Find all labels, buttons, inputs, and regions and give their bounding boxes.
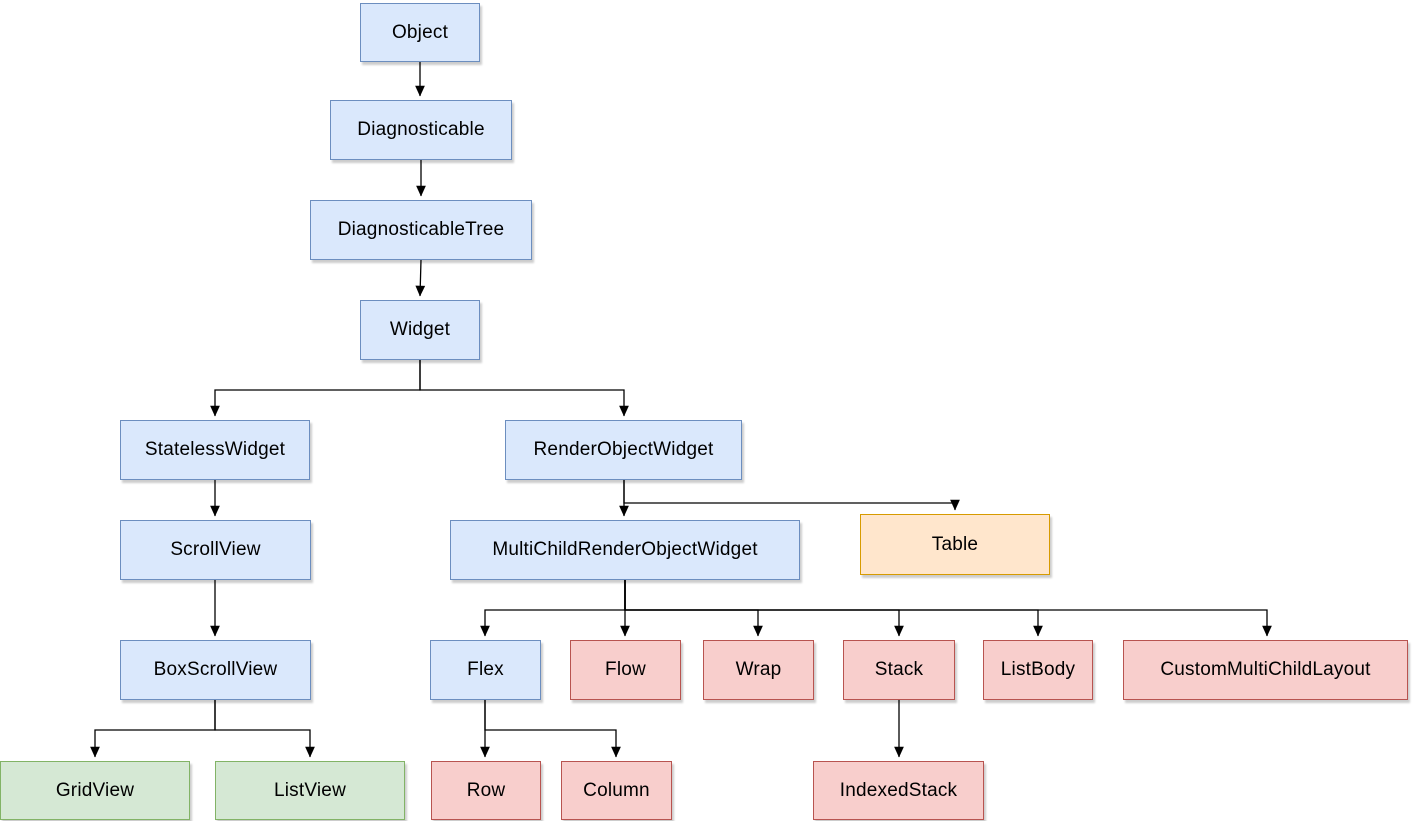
node-label-gridview: GridView: [55, 779, 135, 801]
node-label-diagnosticable: Diagnosticable: [357, 119, 485, 140]
node-diagnosticabletree: DiagnosticableTree: [310, 200, 532, 260]
edge-boxscrollview-to-listview: [214, 700, 315, 758]
edge-multichildrenderobjectwidget-to-custommultichildlayout: [624, 580, 1272, 637]
node-label-row: Row: [466, 779, 506, 801]
node-label-widget: Widget: [389, 319, 451, 340]
node-label-column: Column: [583, 779, 650, 801]
node-wrap: Wrap: [703, 640, 814, 700]
node-object: Object: [360, 3, 480, 62]
node-flow: Flow: [570, 640, 681, 700]
node-diagnosticable: Diagnosticable: [330, 100, 512, 160]
node-label-stack: Stack: [874, 659, 924, 680]
node-label-scrollview: ScrollView: [170, 539, 261, 560]
node-flex: Flex: [430, 640, 541, 700]
node-label-flex: Flex: [467, 659, 504, 680]
node-table: Table: [860, 514, 1050, 575]
node-stack: Stack: [843, 640, 955, 700]
node-column: Column: [561, 761, 672, 820]
edge-multichildrenderobjectwidget-to-flex: [480, 580, 626, 637]
node-statelesswidget: StatelessWidget: [120, 420, 310, 480]
node-label-flow: Flow: [605, 659, 646, 680]
node-indexedstack: IndexedStack: [813, 761, 984, 820]
node-widget: Widget: [360, 300, 480, 360]
node-row: Row: [431, 761, 541, 820]
edge-multichildrenderobjectwidget-to-wrap: [624, 580, 763, 637]
node-label-boxscrollview: BoxScrollView: [153, 659, 278, 680]
edge-diagnosticabletree-to-widget: [415, 259, 426, 297]
node-renderobjectwidget: RenderObjectWidget: [505, 420, 742, 480]
node-scrollview: ScrollView: [120, 520, 311, 580]
edge-boxscrollview-to-gridview: [90, 700, 216, 758]
node-label-renderobjectwidget: RenderObjectWidget: [533, 439, 714, 460]
node-label-custommultichildlayout: CustomMultiChildLayout: [1160, 659, 1371, 680]
edge-multichildrenderobjectwidget-to-stack: [624, 580, 904, 637]
node-label-table: Table: [931, 533, 979, 555]
node-label-indexedstack: IndexedStack: [839, 779, 958, 801]
edge-multichildrenderobjectwidget-to-listbody: [624, 580, 1043, 637]
node-custommultichildlayout: CustomMultiChildLayout: [1123, 640, 1408, 700]
node-label-wrap: Wrap: [735, 659, 782, 680]
node-multichildrenderobjectwidget: MultiChildRenderObjectWidget: [450, 520, 800, 580]
edge-renderobjectwidget-to-table: [623, 480, 960, 511]
node-label-diagnosticabletree: DiagnosticableTree: [337, 219, 505, 240]
node-gridview: GridView: [0, 761, 190, 820]
edge-widget-to-renderobjectwidget: [419, 360, 629, 417]
edge-flex-to-column: [484, 700, 621, 758]
node-label-statelesswidget: StatelessWidget: [144, 439, 286, 460]
node-label-listbody: ListBody: [1000, 659, 1076, 680]
node-listview: ListView: [215, 761, 405, 820]
node-boxscrollview: BoxScrollView: [120, 640, 311, 700]
node-label-listview: ListView: [273, 779, 346, 801]
edge-widget-to-statelesswidget: [210, 360, 421, 417]
node-label-object: Object: [391, 21, 449, 43]
node-label-multichildrenderobjectwidget: MultiChildRenderObjectWidget: [492, 539, 758, 560]
node-listbody: ListBody: [983, 640, 1093, 700]
